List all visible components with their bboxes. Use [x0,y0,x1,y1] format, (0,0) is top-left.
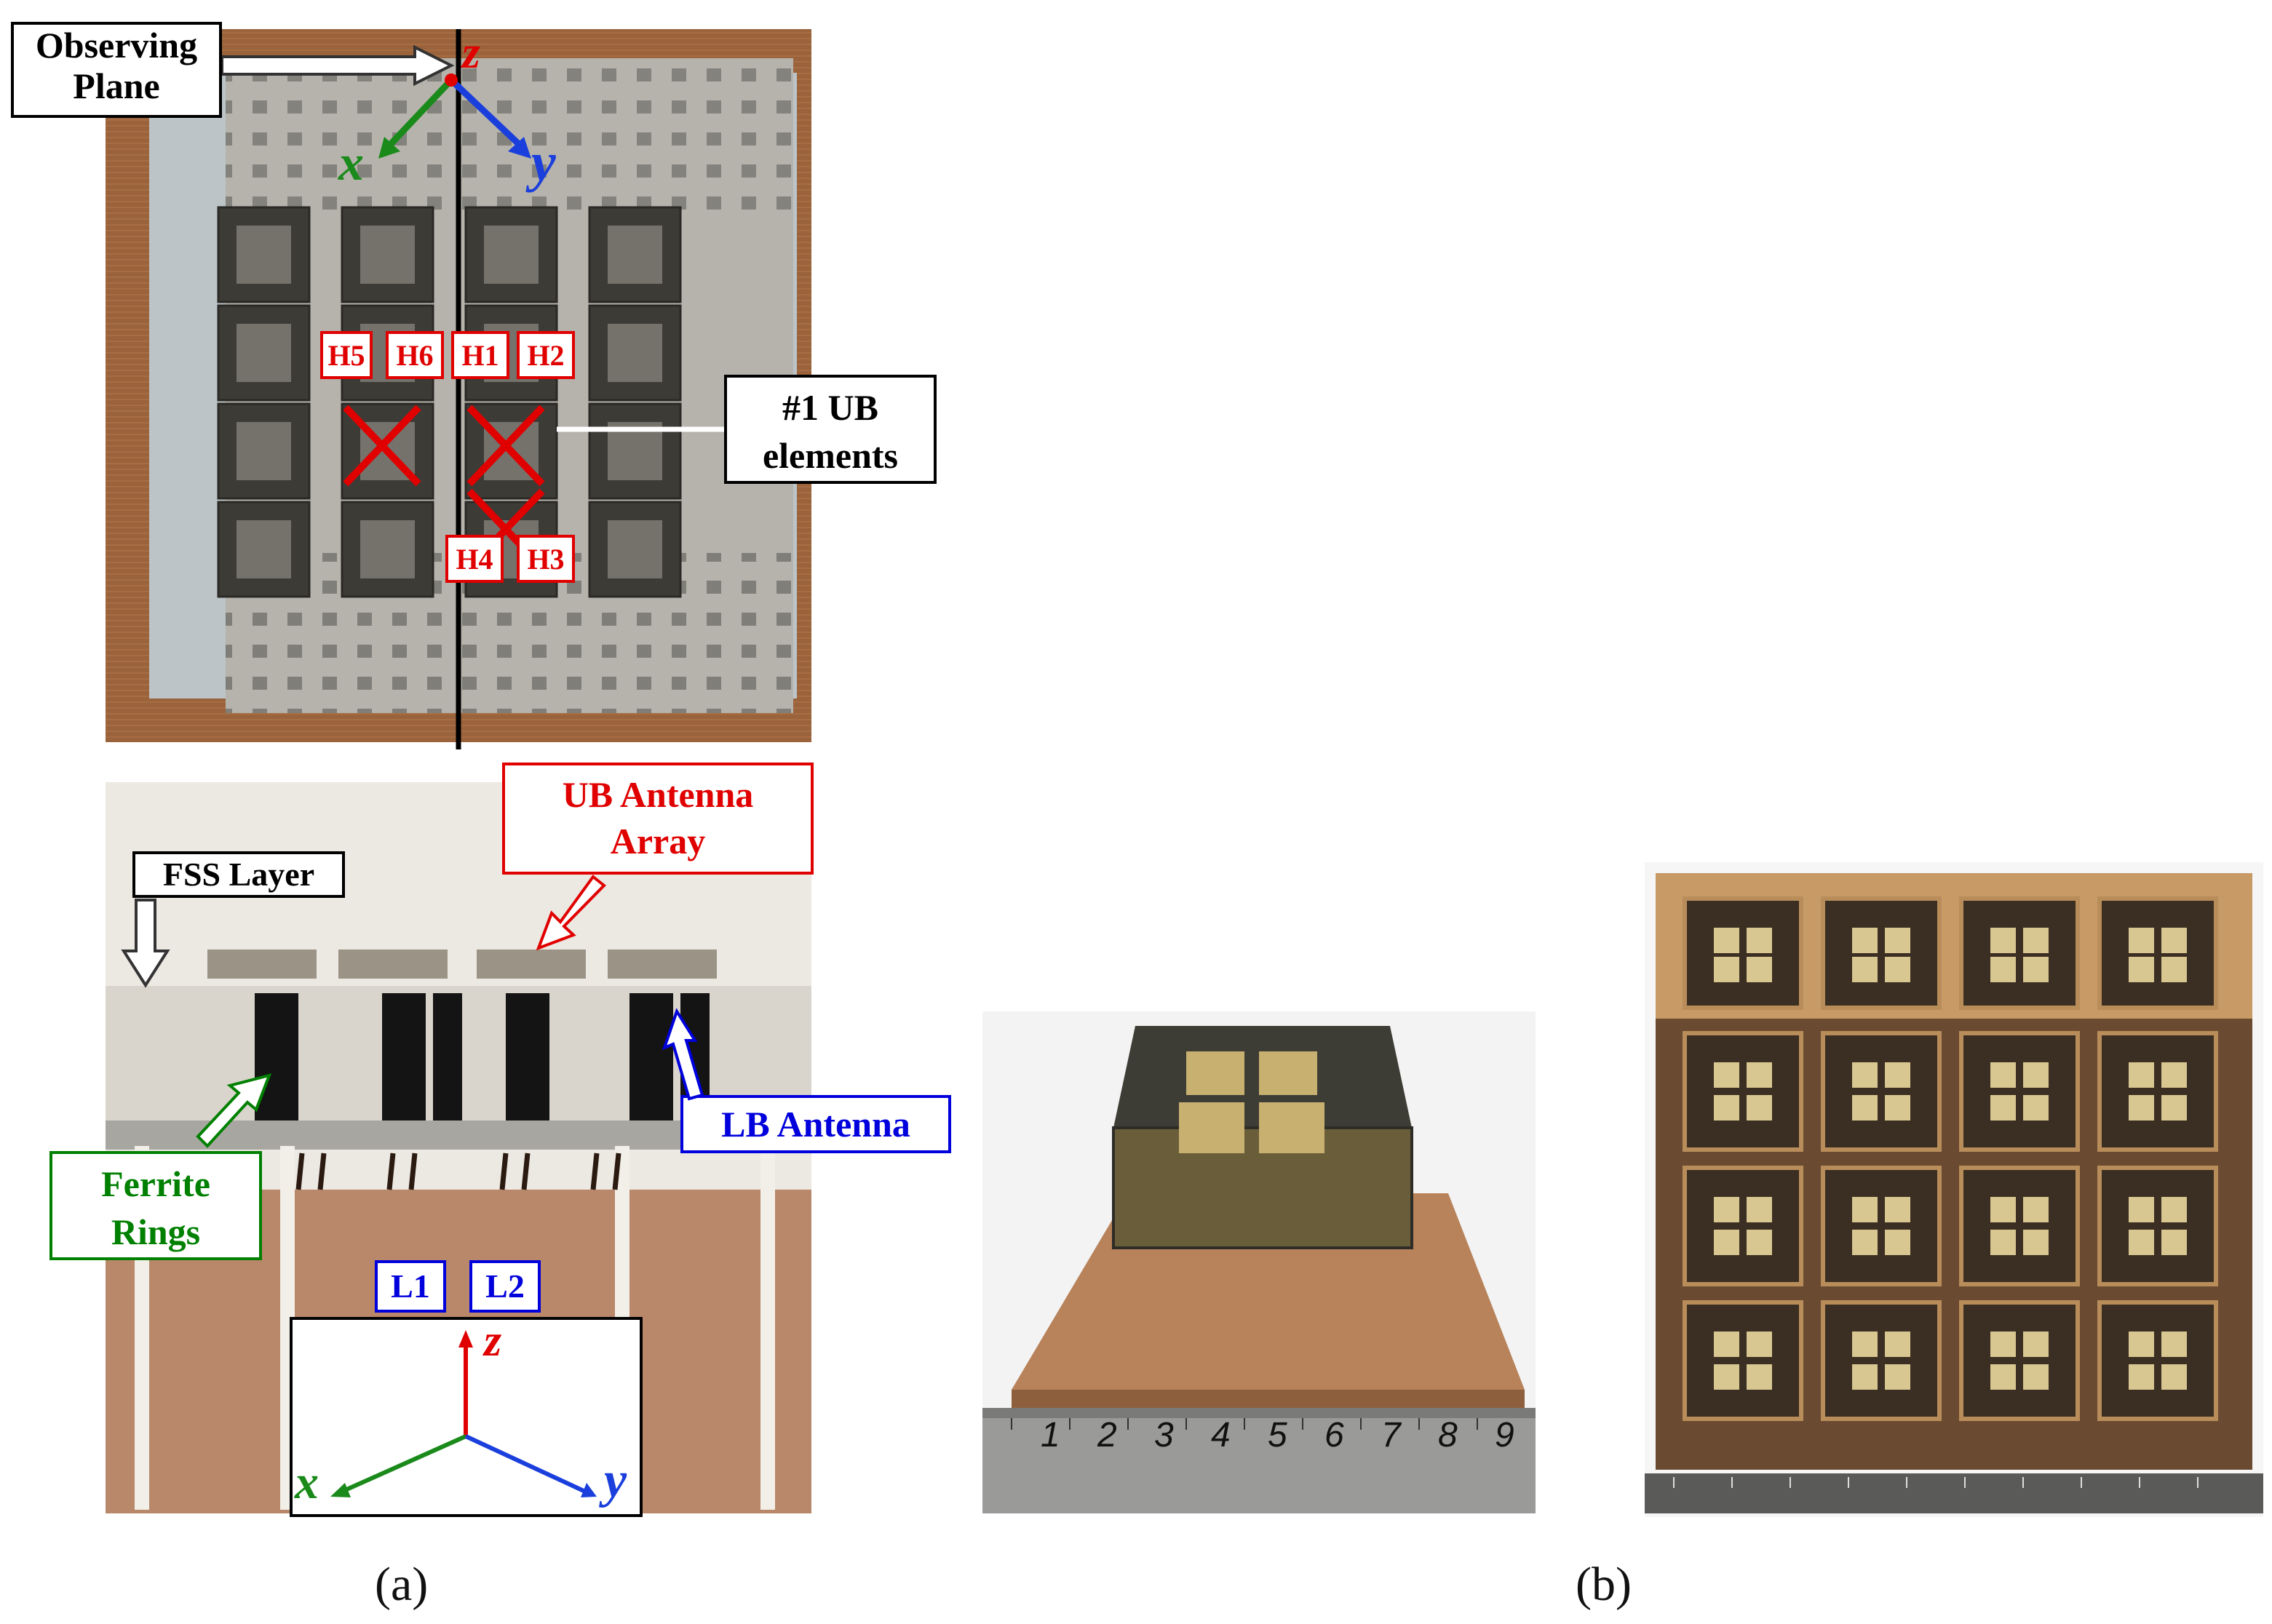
ruler-digit: 7 [1381,1416,1401,1454]
top-z-axis-label: z [462,26,480,78]
lb-antenna-arrow [662,1008,704,1101]
ruler-digit: 8 [1438,1416,1458,1454]
fss-layer-arrow [121,899,170,988]
ruler-digits: 1 2 3 4 5 6 7 8 9 [1041,1415,1536,1459]
ruler-digit: 4 [1211,1416,1231,1454]
ruler-digit: 6 [1324,1416,1344,1454]
top-y-axis-label: y [531,132,556,193]
fss-layer-label: FSS Layer [132,851,345,898]
port-label-l1: L1 [375,1260,446,1313]
axes-inset-arrows [330,1330,597,1497]
ruler-digit: 3 [1154,1416,1174,1454]
top-x-axis-label: x [338,135,364,191]
ruler-digit: 9 [1495,1416,1514,1454]
element-tag: H5 [320,331,373,379]
bottom-y-axis-label: y [604,1452,627,1508]
lb-antenna-label: LB Antenna [680,1095,951,1153]
ferrite-rings-label: Ferrite Rings [49,1151,262,1260]
element-tag: H2 [517,331,575,379]
port-label-l2: L2 [469,1260,541,1313]
ruler-digit: 5 [1268,1416,1287,1454]
ub-antenna-array-arrow [536,875,606,951]
ruler-digit: 1 [1041,1416,1060,1454]
top-view-photo [106,29,811,757]
element-tag: H1 [451,331,509,379]
observing-plane-label: Observing Plane [11,22,222,118]
bottom-x-axis-label: x [295,1456,319,1509]
array-photo [1645,862,2263,1517]
caption-a: (a) [375,1558,429,1611]
single-element-photo [982,1011,1536,1513]
observing-plane-arrow [221,44,455,87]
ferrite-rings-arrow [196,1073,272,1148]
ub-elements-label: #1 UB elements [724,375,937,484]
element-tag: H6 [386,331,444,379]
element-tag: H3 [517,535,575,583]
bottom-z-axis-label: z [484,1316,502,1366]
element-tag: H4 [445,535,504,583]
ruler-digit: 2 [1097,1416,1117,1454]
caption-b: (b) [1576,1558,1632,1611]
top-axes [378,73,531,159]
ub-elements-pointer [557,426,731,432]
axes-inset [290,1317,643,1517]
ub-antenna-array-label: UB Antenna Array [502,763,814,875]
